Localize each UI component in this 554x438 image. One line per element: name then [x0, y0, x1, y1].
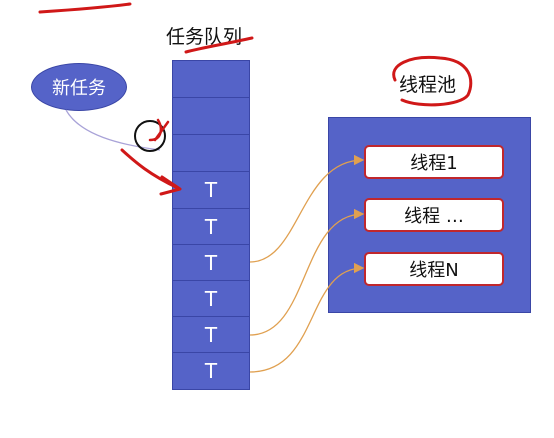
queue-slot	[172, 60, 250, 98]
pool-title: 线程池	[399, 74, 457, 96]
annotation-arrow-stroke	[148, 118, 170, 142]
thread-1: 线程1	[364, 145, 504, 179]
new-task-connector	[65, 109, 161, 151]
annotation-arrow-to-task	[120, 148, 180, 190]
queue-title: 任务队列	[166, 26, 243, 48]
queue-task: T	[172, 244, 250, 282]
thread-pool: 线程1 线程 … 线程N	[328, 117, 531, 313]
queue-task: T	[172, 280, 250, 318]
queue-task: T	[172, 208, 250, 246]
thread-middle: 线程 …	[364, 198, 504, 232]
queue-slot	[172, 97, 250, 135]
annotation-circle-entry	[134, 120, 166, 152]
new-task-label: 新任务	[52, 78, 106, 99]
task-queue: T T T T T T	[172, 60, 250, 390]
new-task-node: 新任务	[31, 63, 127, 111]
queue-task: T	[172, 171, 250, 209]
queue-task: T	[172, 316, 250, 354]
queue-task: T	[172, 352, 250, 390]
queue-slot	[172, 134, 250, 172]
thread-n: 线程N	[364, 252, 504, 286]
annotation-scribble-top	[38, 2, 132, 14]
